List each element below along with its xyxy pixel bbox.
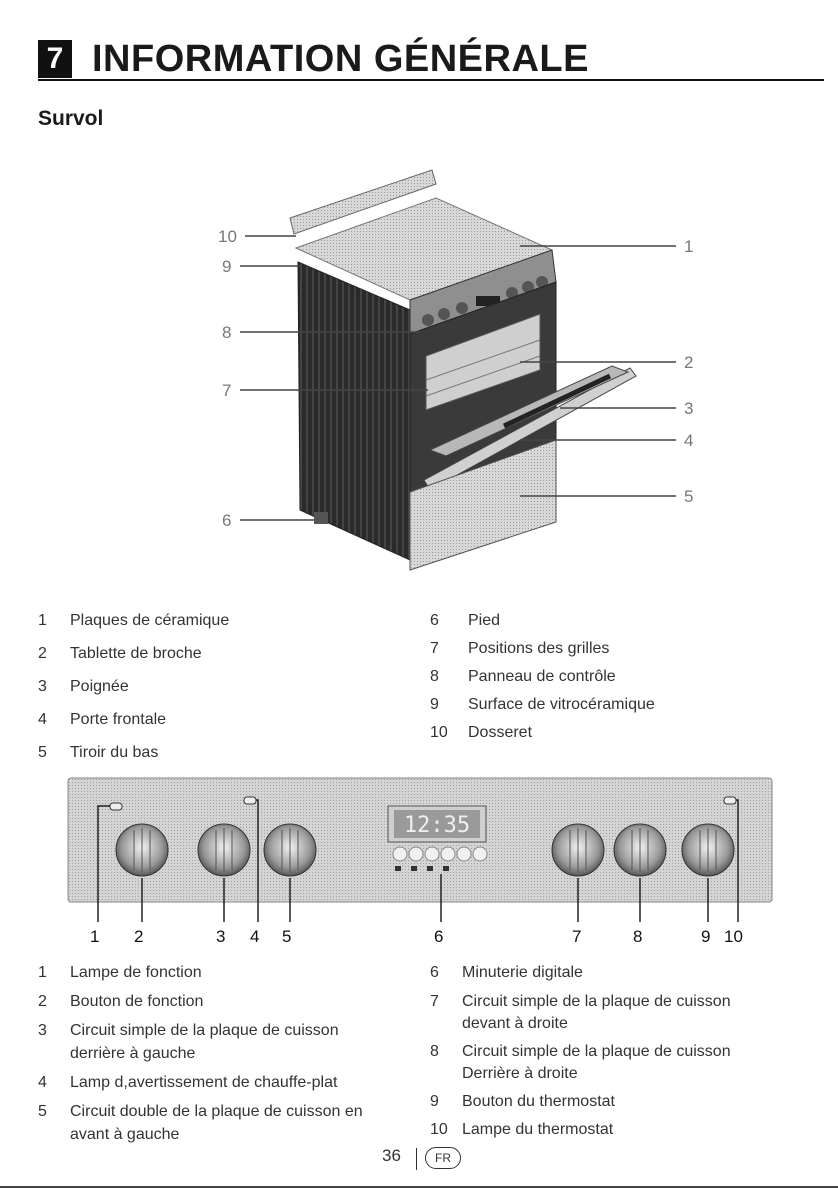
title-underline: [38, 79, 824, 81]
bottom-rule: [0, 1186, 838, 1188]
panel-callout-9: 9: [701, 927, 710, 946]
panel-callout-5: 5: [282, 927, 291, 946]
cooker-callout-3: 3: [684, 399, 693, 418]
control-panel-illustration: 12:35 1 2 3 4: [67, 777, 773, 946]
panel-callout-2: 2: [134, 927, 143, 946]
cooker-callout-9: 9: [222, 257, 231, 276]
cooker-callout-8: 8: [222, 323, 231, 342]
cooker-callout-7: 7: [222, 381, 231, 400]
cooker-illustration: 10 9 8 7 6 1 2 3 4 5: [218, 169, 693, 571]
panel-callout-1: 1: [90, 927, 99, 946]
footer-divider: [416, 1148, 417, 1170]
cooker-callout-1: 1: [684, 237, 693, 256]
language-badge: FR: [425, 1147, 461, 1169]
cooker-callout-2: 2: [684, 353, 693, 372]
page-title: INFORMATION GÉNÉRALE: [92, 38, 589, 80]
cooker-callout-10: 10: [218, 227, 237, 246]
panel-callout-3: 3: [216, 927, 225, 946]
panel-callout-7: 7: [572, 927, 581, 946]
panel-callout-8: 8: [633, 927, 642, 946]
page-number: 36: [382, 1146, 401, 1165]
page-footer: 36 FR: [0, 1146, 838, 1172]
cooker-callout-6: 6: [222, 511, 231, 530]
section-number-badge: 7: [38, 40, 72, 78]
panel-callout-4: 4: [250, 927, 259, 946]
cooker-callout-5: 5: [684, 487, 693, 506]
timer-display-time: 12:35: [404, 813, 470, 838]
panel-callout-6: 6: [434, 927, 443, 946]
cooker-callout-4: 4: [684, 431, 693, 450]
panel-callout-10: 10: [724, 927, 743, 946]
section-subtitle: Survol: [38, 107, 104, 130]
